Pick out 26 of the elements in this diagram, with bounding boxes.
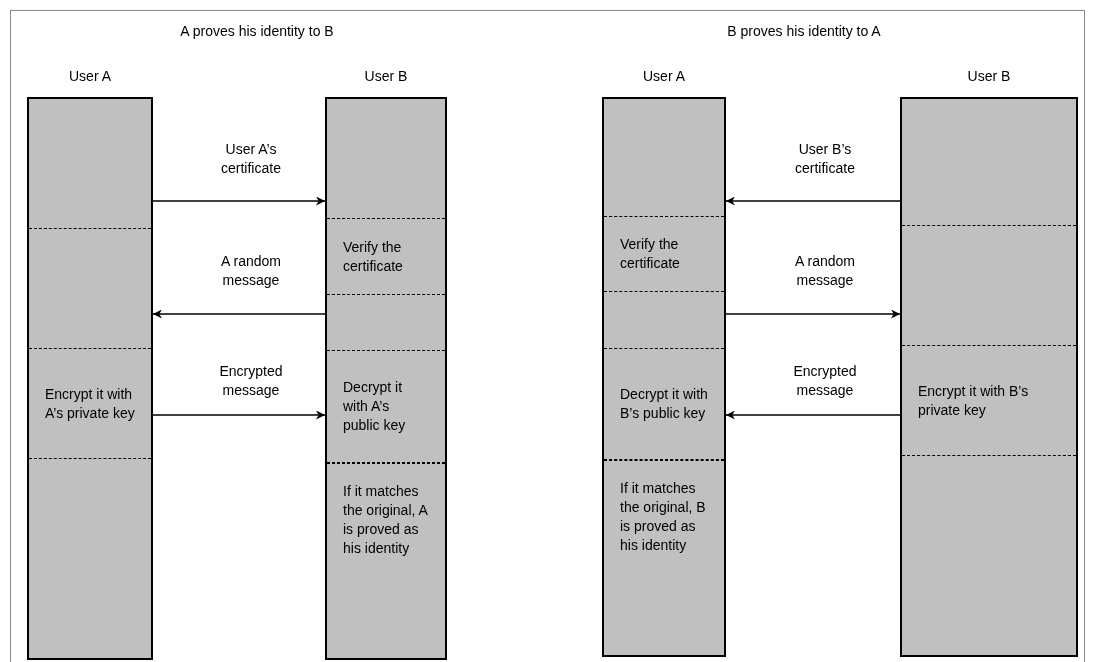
step-text: Decrypt it with B’s public key bbox=[620, 385, 708, 423]
step-text: Verify the certificate bbox=[620, 235, 681, 273]
arrow bbox=[725, 196, 901, 206]
step-text: Decrypt it with A’s public key bbox=[343, 378, 407, 435]
arrow bbox=[152, 410, 326, 420]
column-heading: User A bbox=[69, 68, 111, 84]
step-section bbox=[327, 350, 445, 463]
arrow bbox=[152, 309, 326, 319]
column-heading: User B bbox=[364, 68, 408, 84]
section-title: B proves his identity to A bbox=[727, 23, 881, 39]
step-section bbox=[327, 218, 445, 295]
step-text: Encrypt it with A’s private key bbox=[45, 384, 135, 423]
arrow bbox=[152, 196, 326, 206]
step-section bbox=[604, 216, 724, 292]
step-text: Encrypt it with B’s private key bbox=[918, 381, 1030, 420]
arrow bbox=[725, 410, 901, 420]
step-text: If it matches the original, B is proved as his identity bbox=[620, 479, 707, 555]
step-text: If it matches the original, A is proved as his identity bbox=[343, 482, 429, 558]
step-section bbox=[902, 345, 1076, 456]
column-heading: User B bbox=[967, 68, 1011, 84]
column-heading: User A bbox=[643, 68, 685, 84]
step-text: Verify the certificate bbox=[343, 237, 404, 276]
step-section bbox=[604, 348, 724, 460]
arrow bbox=[725, 309, 901, 319]
section-title: A proves his identity to B bbox=[180, 23, 334, 39]
step-section bbox=[29, 348, 151, 459]
